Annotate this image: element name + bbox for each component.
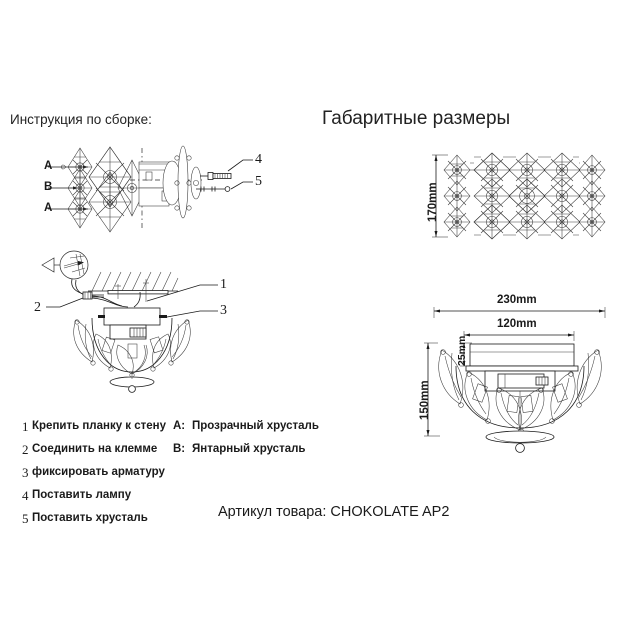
step-text-4: Поставить лампу — [32, 489, 132, 501]
assembly-instructions-title: Инструкция по сборке: — [10, 112, 152, 127]
legend-key-b: B: — [173, 443, 186, 455]
step-text-5: Поставить хрусталь — [32, 512, 148, 524]
step-text-2: Соединить на клемме — [32, 443, 158, 455]
crystal-label-a-bottom: A — [44, 202, 53, 214]
dimension-label-230mm: 230mm — [497, 294, 537, 306]
legend-text-a: Прозрачный хрусталь — [192, 420, 319, 432]
step-text-3: фиксировать арматуру — [32, 466, 165, 478]
overall-dimensions-title: Габаритные размеры — [322, 108, 511, 129]
step-number-1: 1 — [22, 419, 29, 434]
dimension-170mm — [432, 154, 448, 238]
part-number-5: 5 — [255, 174, 262, 189]
legend-text-b: Янтарный хрусталь — [192, 443, 306, 455]
part-number-4: 4 — [255, 152, 262, 167]
part-number-leaders-mount — [46, 284, 218, 318]
dimension-label-25mm: 25mm — [456, 335, 468, 366]
mounting-bar — [107, 279, 169, 302]
step-text-1: Крепить планку к стену — [32, 420, 167, 432]
screw-part — [200, 172, 232, 180]
fixture-housing — [98, 307, 167, 340]
view-direction-arrow-icon — [41, 257, 60, 273]
crystal-label-a-top: A — [44, 160, 53, 172]
dimension-label-120mm: 120mm — [497, 318, 537, 330]
part-number-leaders-top — [227, 159, 253, 190]
dimension-label-150mm: 150mm — [419, 380, 431, 420]
step-number-4: 4 — [22, 488, 29, 503]
dimension-120mm — [463, 331, 575, 341]
front-crystal-panel — [443, 152, 606, 240]
dimension-150mm — [424, 342, 440, 437]
step-number-2: 2 — [22, 442, 29, 457]
crystal-leaves-lower — [73, 319, 191, 393]
step-number-3: 3 — [22, 465, 29, 480]
mount-plate-exploded — [162, 145, 202, 219]
pin-rod-part — [196, 186, 231, 192]
part-number-3: 3 — [220, 303, 227, 318]
magnifier-circle-icon — [59, 250, 89, 280]
legend-key-a: A: — [173, 420, 186, 432]
part-number-2: 2 — [34, 300, 41, 315]
part-number-1: 1 — [220, 277, 227, 292]
terminal-block — [82, 291, 93, 300]
dimension-230mm — [433, 307, 606, 318]
step-number-5: 5 — [22, 511, 29, 526]
crystal-cluster-exploded — [61, 146, 147, 233]
crystal-label-b: B — [44, 181, 53, 193]
article-number: Артикул товара: CHOKOLATE AP2 — [218, 504, 450, 520]
side-view-body — [465, 343, 579, 392]
side-crystal-leaves — [438, 349, 602, 453]
